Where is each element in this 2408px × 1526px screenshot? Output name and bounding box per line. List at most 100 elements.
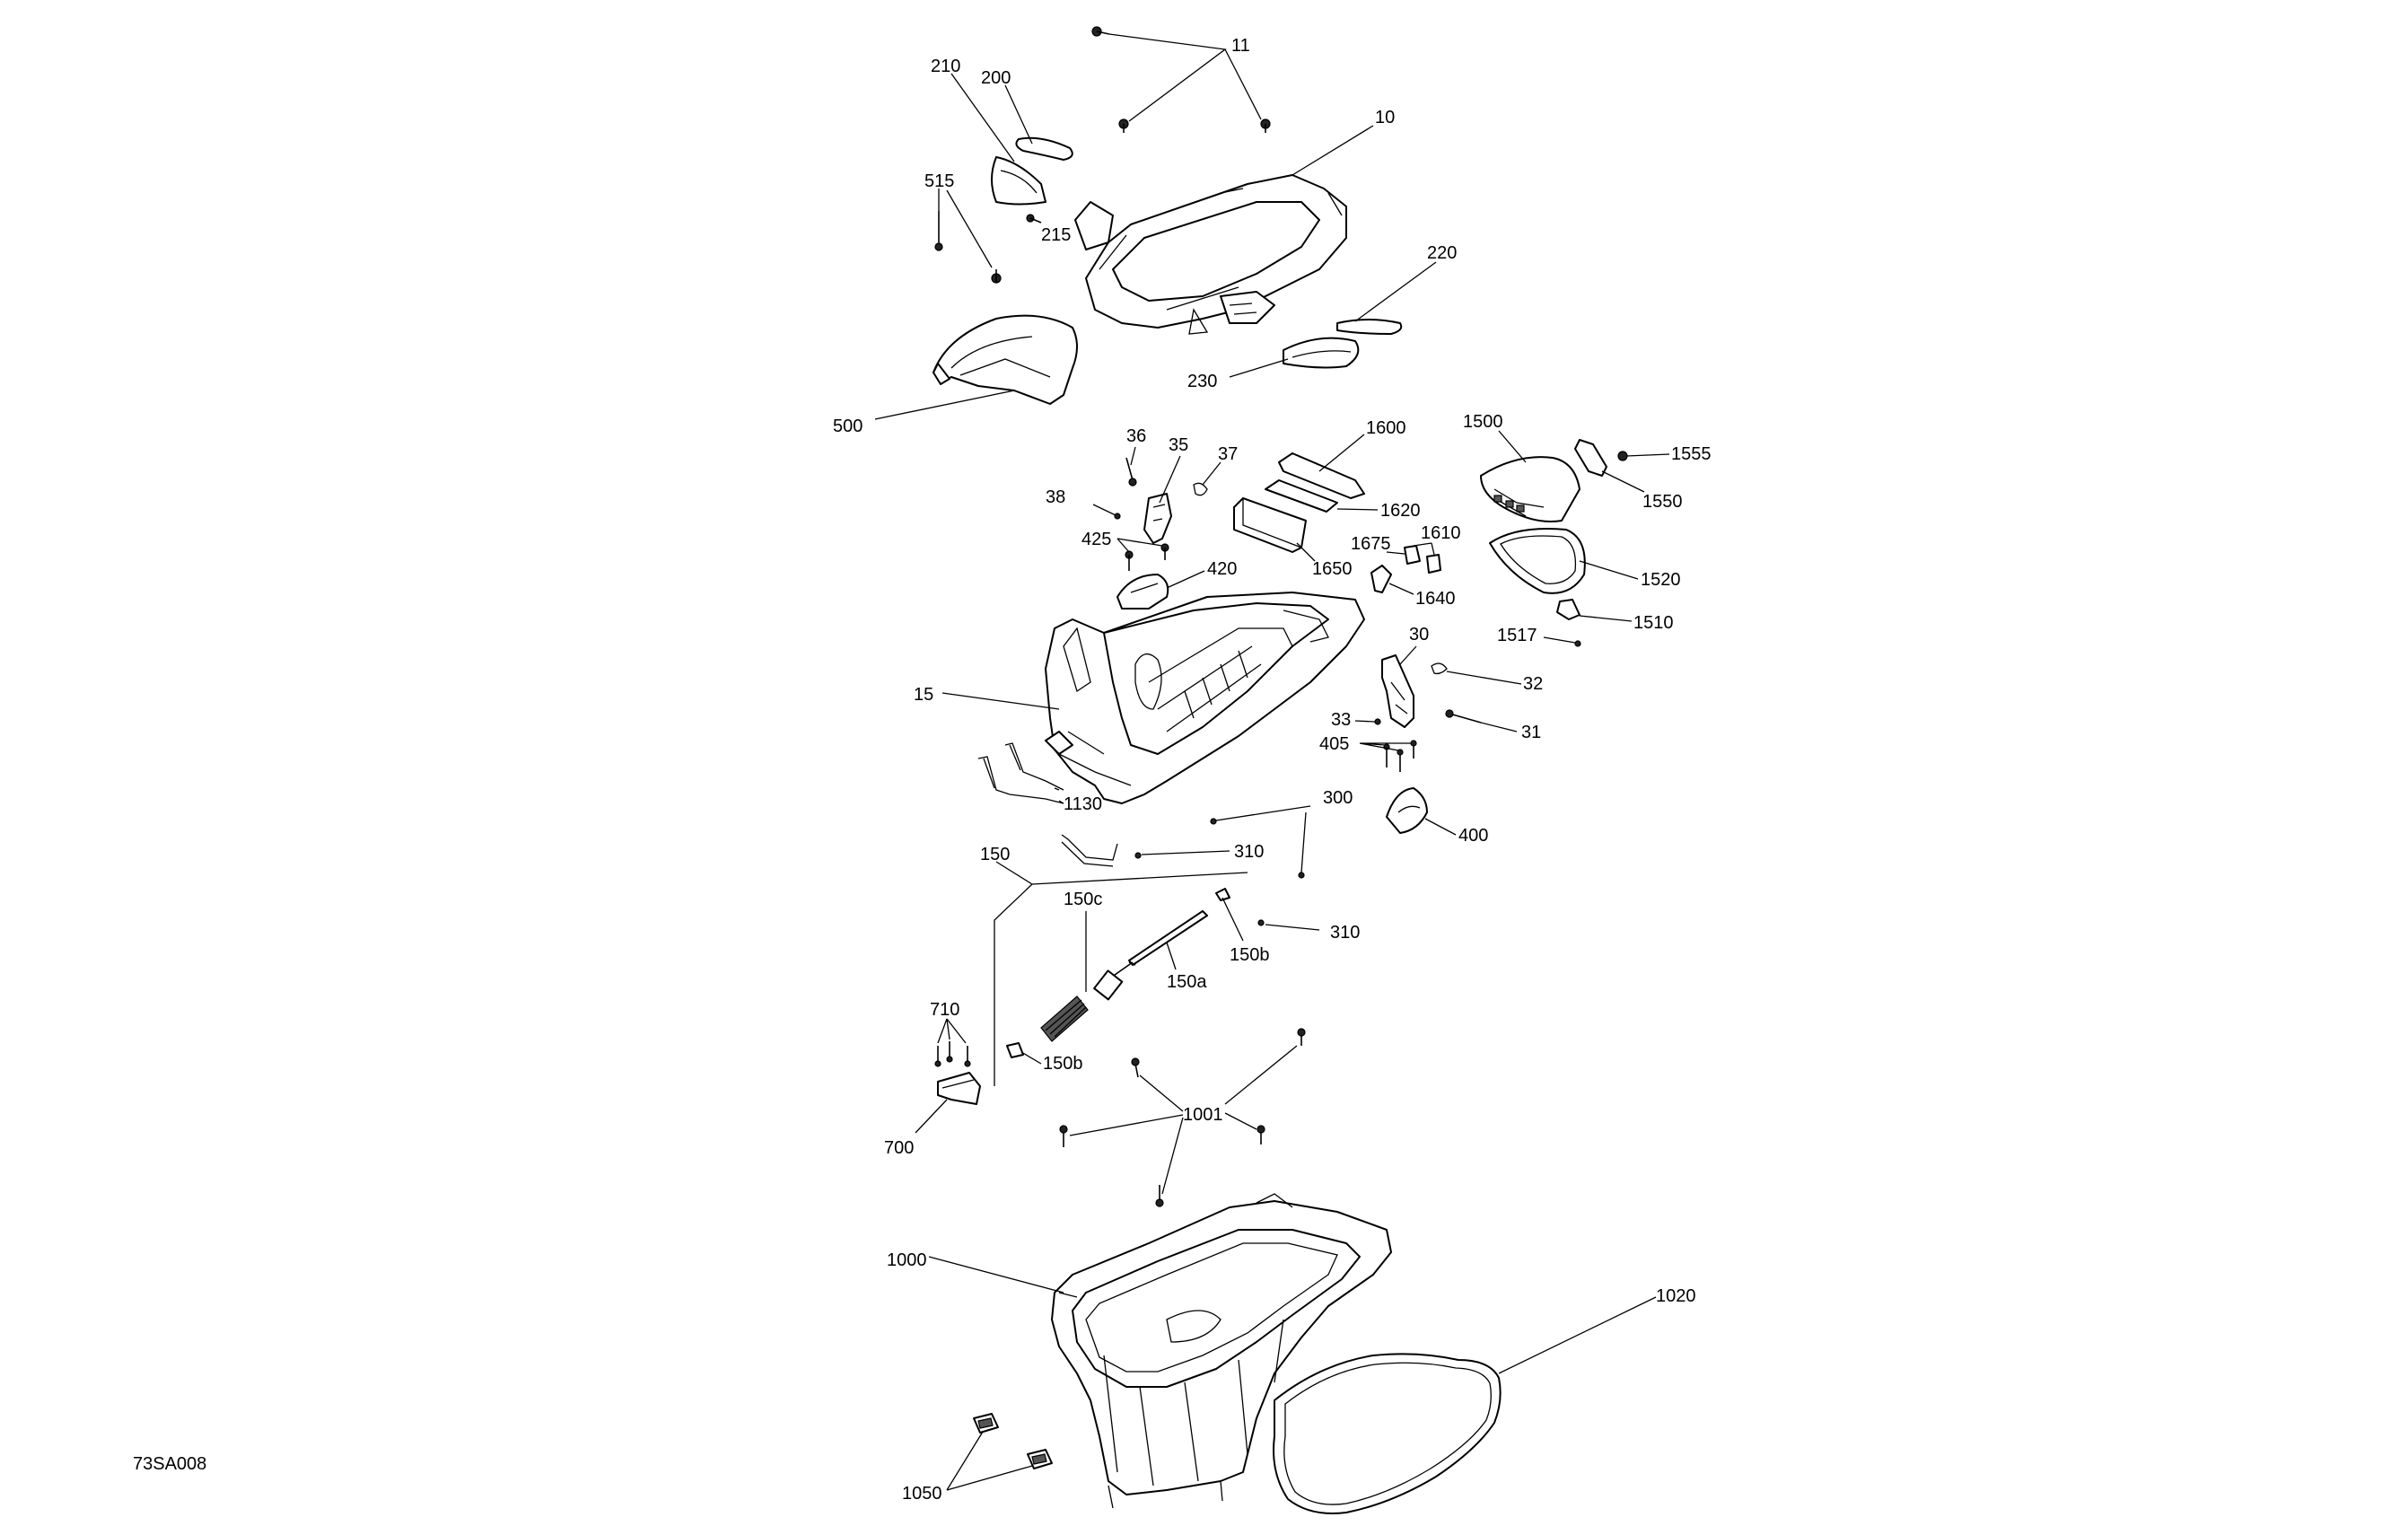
leader-35 [1159, 455, 1181, 504]
callout-1620: 1620 [1380, 501, 1421, 521]
leader-310-b [1265, 924, 1320, 931]
callout-1517: 1517 [1497, 626, 1537, 645]
callout-1610: 1610 [1421, 523, 1461, 543]
callout-405: 405 [1319, 734, 1349, 754]
leader-38 [1092, 504, 1116, 516]
part-1650-box [1233, 497, 1307, 553]
leader-1550 [1601, 470, 1645, 493]
screws-1001 [1059, 1028, 1306, 1207]
leader-515 [938, 189, 993, 268]
callout-1130: 1130 [1064, 794, 1102, 814]
leader-1600 [1318, 434, 1365, 472]
callout-150c: 150c [1064, 890, 1102, 909]
pin-31 [1445, 709, 1482, 724]
part-1000-storage-bin [1051, 1193, 1392, 1509]
part-1610-clips [1404, 545, 1441, 574]
callout-1520: 1520 [1641, 570, 1681, 590]
screws-710 [934, 1041, 971, 1067]
part-37-spring [1193, 482, 1208, 496]
leader-1520 [1579, 560, 1639, 580]
part-1500-lid [1480, 456, 1581, 522]
leader-150b-top [1222, 897, 1244, 942]
callout-150a: 150a [1167, 972, 1207, 992]
leader-30 [1399, 645, 1417, 665]
leader-1640 [1388, 583, 1414, 595]
leader-1130 [1054, 787, 1064, 804]
part-1600-handle [1278, 452, 1365, 499]
callout-36: 36 [1126, 426, 1146, 446]
callout-500: 500 [833, 417, 863, 436]
callout-1050: 1050 [902, 1484, 942, 1504]
callout-1555: 1555 [1671, 444, 1712, 464]
screw-11-c [1260, 118, 1271, 133]
screw-11-a [1091, 26, 1110, 37]
leader-150a [1166, 942, 1177, 970]
callout-700: 700 [884, 1138, 914, 1158]
callout-33: 33 [1331, 710, 1351, 730]
part-1510-catch [1556, 599, 1581, 620]
callout-300: 300 [1323, 788, 1353, 808]
part-210-cover [991, 156, 1046, 206]
screws-425 [1125, 543, 1169, 571]
leader-300 [1215, 805, 1311, 873]
leader-37 [1202, 461, 1222, 486]
leader-310-a [1141, 850, 1230, 855]
callout-210: 210 [931, 57, 960, 76]
leader-400 [1424, 818, 1457, 836]
leader-15 [941, 692, 1060, 710]
leader-710 [937, 1018, 967, 1044]
callout-35: 35 [1169, 435, 1188, 455]
callout-310-b: 310 [1330, 923, 1360, 943]
callout-37: 37 [1218, 444, 1238, 464]
part-150c-spring [1040, 969, 1124, 1042]
part-10-seat-frame [1074, 174, 1347, 335]
callout-1640: 1640 [1415, 589, 1456, 609]
pin-33 [1374, 718, 1381, 725]
part-35-bracket [1143, 493, 1172, 544]
callout-150b-top: 150b [1230, 945, 1270, 965]
screw-515-a [934, 211, 943, 251]
callout-230: 230 [1187, 372, 1217, 391]
leader-1001 [1069, 1045, 1298, 1195]
callout-10: 10 [1375, 108, 1395, 127]
leader-11 [1108, 33, 1262, 122]
part-420-cover [1116, 574, 1169, 610]
leader-1620 [1336, 508, 1379, 511]
leader-700 [915, 1099, 948, 1134]
callout-1001: 1001 [1183, 1105, 1223, 1125]
callout-15: 15 [914, 685, 933, 705]
callout-1650: 1650 [1312, 559, 1353, 579]
bolt-36 [1125, 457, 1137, 487]
pin-38 [1114, 513, 1121, 520]
callout-215: 215 [1041, 225, 1071, 245]
leader-1050 [946, 1431, 1033, 1491]
callout-1675: 1675 [1351, 534, 1391, 554]
leader-150 [994, 861, 1248, 1086]
screws-405 [1383, 740, 1417, 772]
part-150b-low [1006, 1042, 1024, 1058]
leader-220 [1354, 261, 1437, 322]
leader-500 [874, 390, 1015, 420]
callout-710: 710 [930, 1000, 959, 1020]
leader-1000 [928, 1256, 1064, 1294]
leader-1500 [1498, 430, 1527, 463]
pin-1517 [1574, 640, 1581, 647]
part-400-cover [1386, 787, 1428, 834]
callout-150: 150 [980, 845, 1010, 864]
leader-32 [1446, 671, 1522, 685]
screw-11-b [1118, 118, 1129, 133]
part-1050-clips [973, 1413, 1053, 1469]
callout-1550: 1550 [1642, 492, 1683, 512]
part-1020-gasket [1273, 1353, 1502, 1514]
callout-425: 425 [1081, 530, 1111, 549]
pin-300 [1210, 818, 1305, 879]
callout-30: 30 [1409, 625, 1429, 645]
leader-150b-low [1020, 1051, 1042, 1065]
leader-1675 [1386, 551, 1405, 555]
leader-200 [1004, 84, 1033, 145]
leader-1610 [1413, 542, 1435, 556]
part-200-strip [1015, 136, 1073, 161]
part-1640-plug [1370, 565, 1392, 593]
leader-33 [1354, 720, 1376, 723]
